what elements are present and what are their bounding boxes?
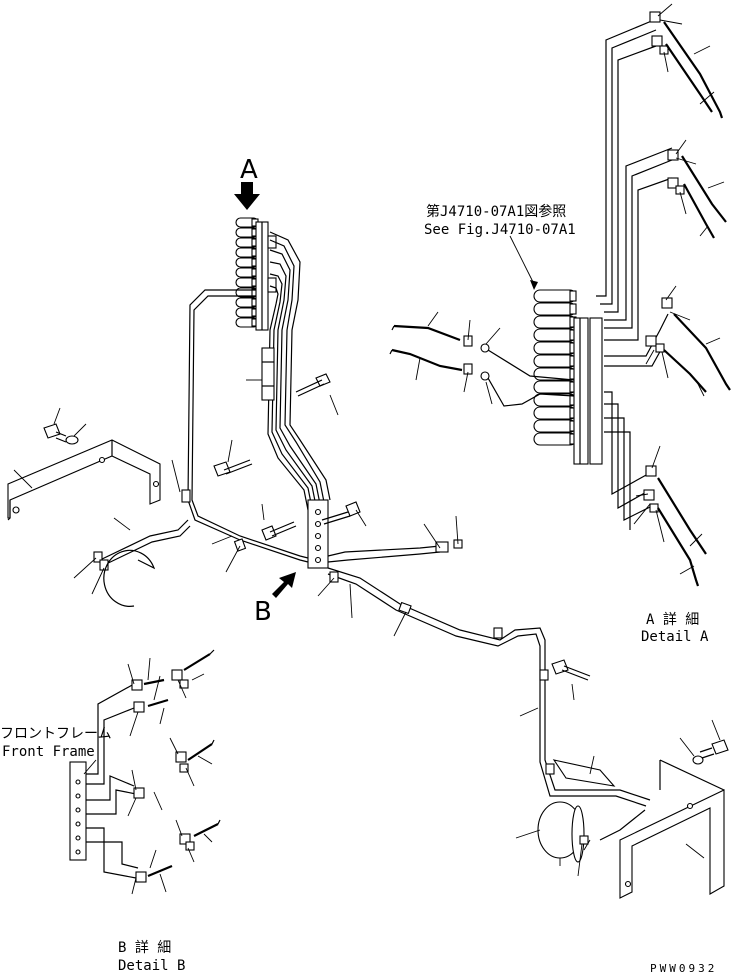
reference-arrowhead xyxy=(530,280,538,290)
leader-right-1 xyxy=(519,707,539,717)
front-frame-leader xyxy=(83,759,97,775)
detail-b-leaders xyxy=(127,657,213,895)
left-bracket xyxy=(7,439,161,521)
bolt-left-bracket xyxy=(43,407,87,445)
bolt-1 xyxy=(295,373,339,416)
valve-spool-cap xyxy=(569,303,577,315)
valve-block-detail-a xyxy=(533,289,603,465)
pipe-fittings xyxy=(181,489,555,775)
detail-b-fittings xyxy=(131,669,195,883)
bolt-2 xyxy=(213,439,253,477)
pipe-clip-right xyxy=(552,755,616,787)
detail-a-tubes xyxy=(389,21,731,587)
view-b-label: B xyxy=(254,597,272,627)
manifold-lower-block xyxy=(307,499,329,569)
detail-b-title-jp: B 詳 細 xyxy=(118,940,171,956)
pipe-clamp-mid xyxy=(261,347,275,401)
reference-label-jp: 第J4710-07A1図参照 xyxy=(426,203,566,220)
view-a-arrow xyxy=(234,182,260,210)
detail-b-title-en: Detail B xyxy=(118,958,185,974)
front-frame-label-jp: フロントフレーム xyxy=(0,726,112,742)
detail-a-title-jp: A 詳 細 xyxy=(646,612,699,628)
valve-block-upper xyxy=(235,217,277,331)
bolt-3 xyxy=(261,503,297,541)
left-fittings xyxy=(73,517,131,595)
leader-right-2 xyxy=(583,839,591,851)
right-bracket xyxy=(619,759,725,899)
detail-b-pipes xyxy=(86,683,139,879)
leader-lines-center xyxy=(171,379,459,637)
detail-a-leaders xyxy=(415,3,725,575)
detail-a-connect xyxy=(487,349,575,407)
bolt-right-lower xyxy=(551,659,591,701)
front-frame-label-en: Front Frame xyxy=(2,744,95,760)
reference-label-en: See Fig.J4710-07A1 xyxy=(424,222,576,238)
detail-b-tubes xyxy=(143,649,221,878)
bolt-4 xyxy=(321,501,367,527)
view-a-label: A xyxy=(240,155,258,185)
detail-a-pipes xyxy=(596,19,673,530)
bolt-right-bracket xyxy=(679,719,729,765)
detail-a-fittings xyxy=(463,11,685,513)
hydraulic-pipes-right xyxy=(327,545,651,841)
hydraulic-pipes-central xyxy=(99,231,331,567)
round-cover-left xyxy=(103,549,156,607)
front-frame-plate xyxy=(69,761,87,861)
detail-a-title-en: Detail A xyxy=(641,629,709,645)
reference-leader xyxy=(509,235,535,285)
valve-spool-cap xyxy=(569,290,577,302)
round-cover-right xyxy=(515,801,589,877)
view-b-arrow xyxy=(272,572,296,598)
drawing-code: PWW0932 xyxy=(650,962,717,974)
